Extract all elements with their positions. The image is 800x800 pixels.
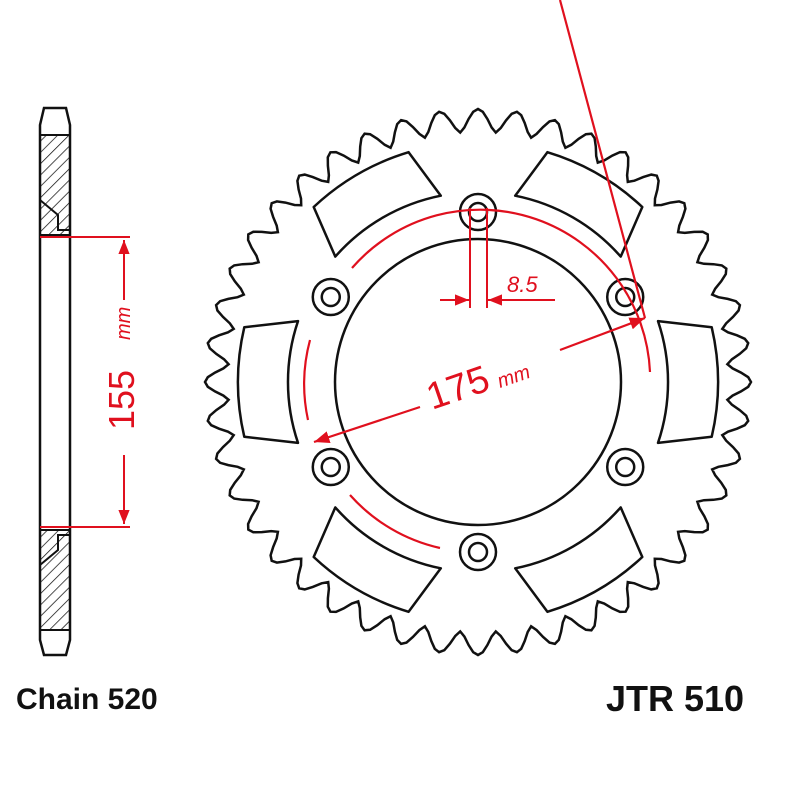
part-number: JTR 510 (606, 678, 745, 719)
side-profile (38, 106, 72, 657)
center-bore (333, 237, 623, 527)
sprocket-front-view (203, 107, 753, 657)
bolt-hole (320, 456, 342, 478)
lightening-slot (312, 506, 443, 614)
bolt-hole (458, 532, 498, 572)
bolt-hole-dimension (440, 208, 555, 308)
bolt-hole (467, 541, 489, 563)
chain-label: Chain 520 (16, 683, 158, 716)
bolt-hole (311, 277, 351, 317)
lightening-slot (236, 319, 300, 445)
lightening-slot (656, 319, 720, 445)
lightening-slot (312, 150, 443, 258)
sprocket-teeth-outline (203, 107, 753, 657)
lightening-slot (513, 506, 644, 614)
bolt-hole (605, 277, 645, 317)
thickness-dimension (40, 236, 130, 528)
bolt-hole (614, 456, 636, 478)
bolt-hole (614, 286, 636, 308)
bolt-hole (458, 192, 498, 232)
bolt-hole (467, 201, 489, 223)
thickness-unit: mm (113, 307, 135, 340)
lightening-slots (236, 150, 720, 614)
bolt-circle-unit: mm (494, 361, 533, 393)
bolt-circle-dimension (303, 0, 652, 550)
bolt-hole (605, 447, 645, 487)
bolt-hole-value: 8.5 (507, 272, 538, 297)
bolt-hole (320, 286, 342, 308)
bolt-holes (311, 192, 645, 572)
bolt-circle-value: 175 (421, 358, 495, 418)
bolt-hole (311, 447, 351, 487)
thickness-value: 155 (101, 370, 142, 430)
lightening-slot (513, 150, 644, 258)
